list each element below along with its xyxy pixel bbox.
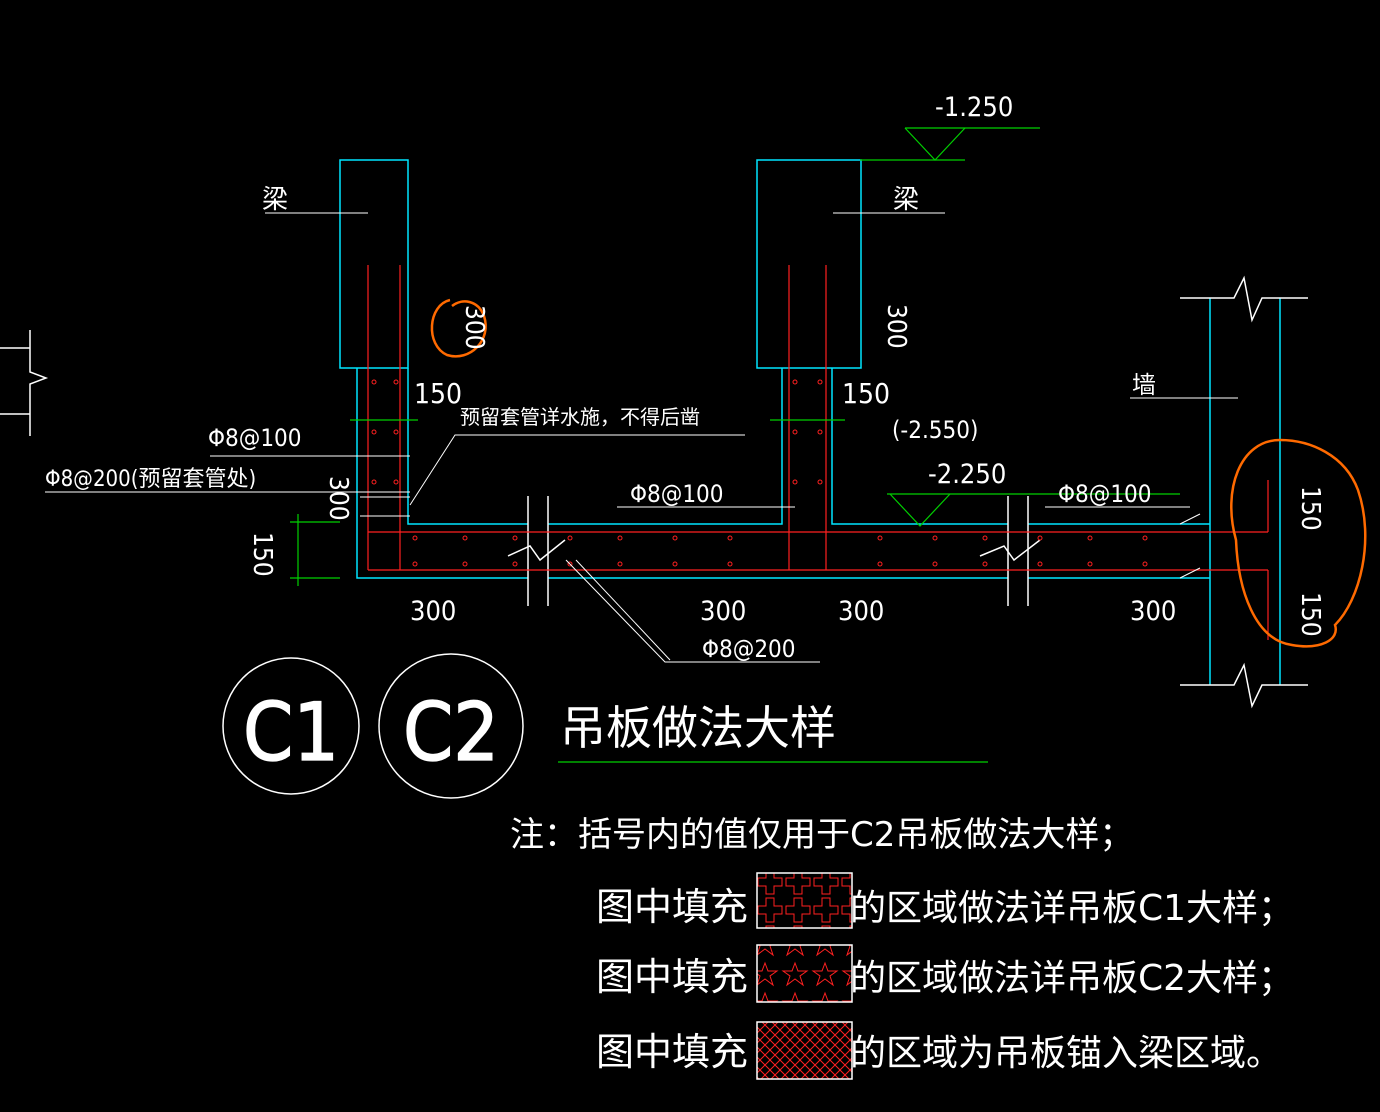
note-row3-prefix: 图中填充 xyxy=(596,1030,748,1074)
bottom-dim-4: 300 xyxy=(1130,596,1176,627)
detail-circle-c2: C2 xyxy=(378,653,524,799)
elevation-mid: -2.250 xyxy=(928,459,1006,490)
c2-label: C2 xyxy=(403,686,499,779)
rebar-dots xyxy=(371,379,1148,567)
notes: 注：括号内的值仅用于C2吊板做法大样； 图中填充 的区域做法详吊板C1大样； 图… xyxy=(510,815,1294,1080)
drawing-title: 吊板做法大样 xyxy=(560,701,836,755)
elevation-paren: (-2.550) xyxy=(892,416,978,444)
note-row3-suffix: 的区域为吊板锚入梁区域。 xyxy=(850,1033,1282,1074)
dim-300-circled: 300 xyxy=(459,305,489,350)
dim-150-left: 150 xyxy=(414,377,462,410)
legend-swatch-c1 xyxy=(756,872,853,929)
label-beam-left: 梁 xyxy=(262,185,288,215)
c1-label: C1 xyxy=(243,686,339,779)
legend-swatch-anchor xyxy=(756,1021,853,1080)
drawing-labels: 梁 梁 墙 -1.250 (-2.550) -2.250 150 150 Φ8@… xyxy=(45,92,1325,663)
beam-left xyxy=(339,159,409,369)
rebar-label-left-2: Φ8@200(预留套管处) xyxy=(45,467,256,492)
rebar-label-left-1: Φ8@100 xyxy=(208,424,302,452)
dim-150-right: 150 xyxy=(842,377,890,410)
label-wall: 墙 xyxy=(1132,371,1156,399)
dim-150-vertical: 150 xyxy=(247,532,277,577)
note-row2-suffix: 的区域做法详吊板C2大样； xyxy=(850,958,1294,999)
leader-lines xyxy=(45,212,1238,663)
rebar-label-mid: Φ8@100 xyxy=(630,480,724,508)
legend-swatch-c2 xyxy=(756,944,853,1003)
note-row2-prefix: 图中填充 xyxy=(596,955,748,999)
dim-300-vertical: 300 xyxy=(323,476,353,521)
note-row1-prefix: 图中填充 xyxy=(596,885,748,929)
left-break-symbol xyxy=(0,330,49,436)
rebar xyxy=(367,265,1269,640)
dimension-lines xyxy=(290,127,1180,763)
elevation-triangles xyxy=(889,127,966,527)
beam-right xyxy=(756,159,862,369)
rebar-label-right: Φ8@100 xyxy=(1058,480,1152,508)
label-beam-right: 梁 xyxy=(893,185,919,215)
wall-dim-150-top: 150 xyxy=(1295,486,1325,531)
slab-outline xyxy=(356,368,1210,579)
elevation-top: -1.250 xyxy=(935,92,1013,123)
dim-300-right: 300 xyxy=(881,304,911,349)
detail-circle-c1: C1 xyxy=(222,657,360,795)
wall-break-symbols xyxy=(1180,275,1308,709)
wall-outline xyxy=(1209,298,1281,685)
wall-dim-150-bottom: 150 xyxy=(1295,592,1325,637)
note-line-1: 注：括号内的值仅用于C2吊板做法大样； xyxy=(510,815,1133,855)
note-row1-suffix: 的区域做法详吊板C1大样； xyxy=(850,888,1294,929)
bottom-dim-1: 300 xyxy=(410,596,456,627)
sleeve-note: 预留套管详水施，不得后凿 xyxy=(460,405,700,429)
bottom-dim-3: 300 xyxy=(838,596,884,627)
markup-circles xyxy=(430,298,1367,648)
rebar-label-bottom: Φ8@200 xyxy=(702,635,796,663)
slab-break-symbols xyxy=(507,496,1041,606)
bottom-dim-2: 300 xyxy=(700,596,746,627)
